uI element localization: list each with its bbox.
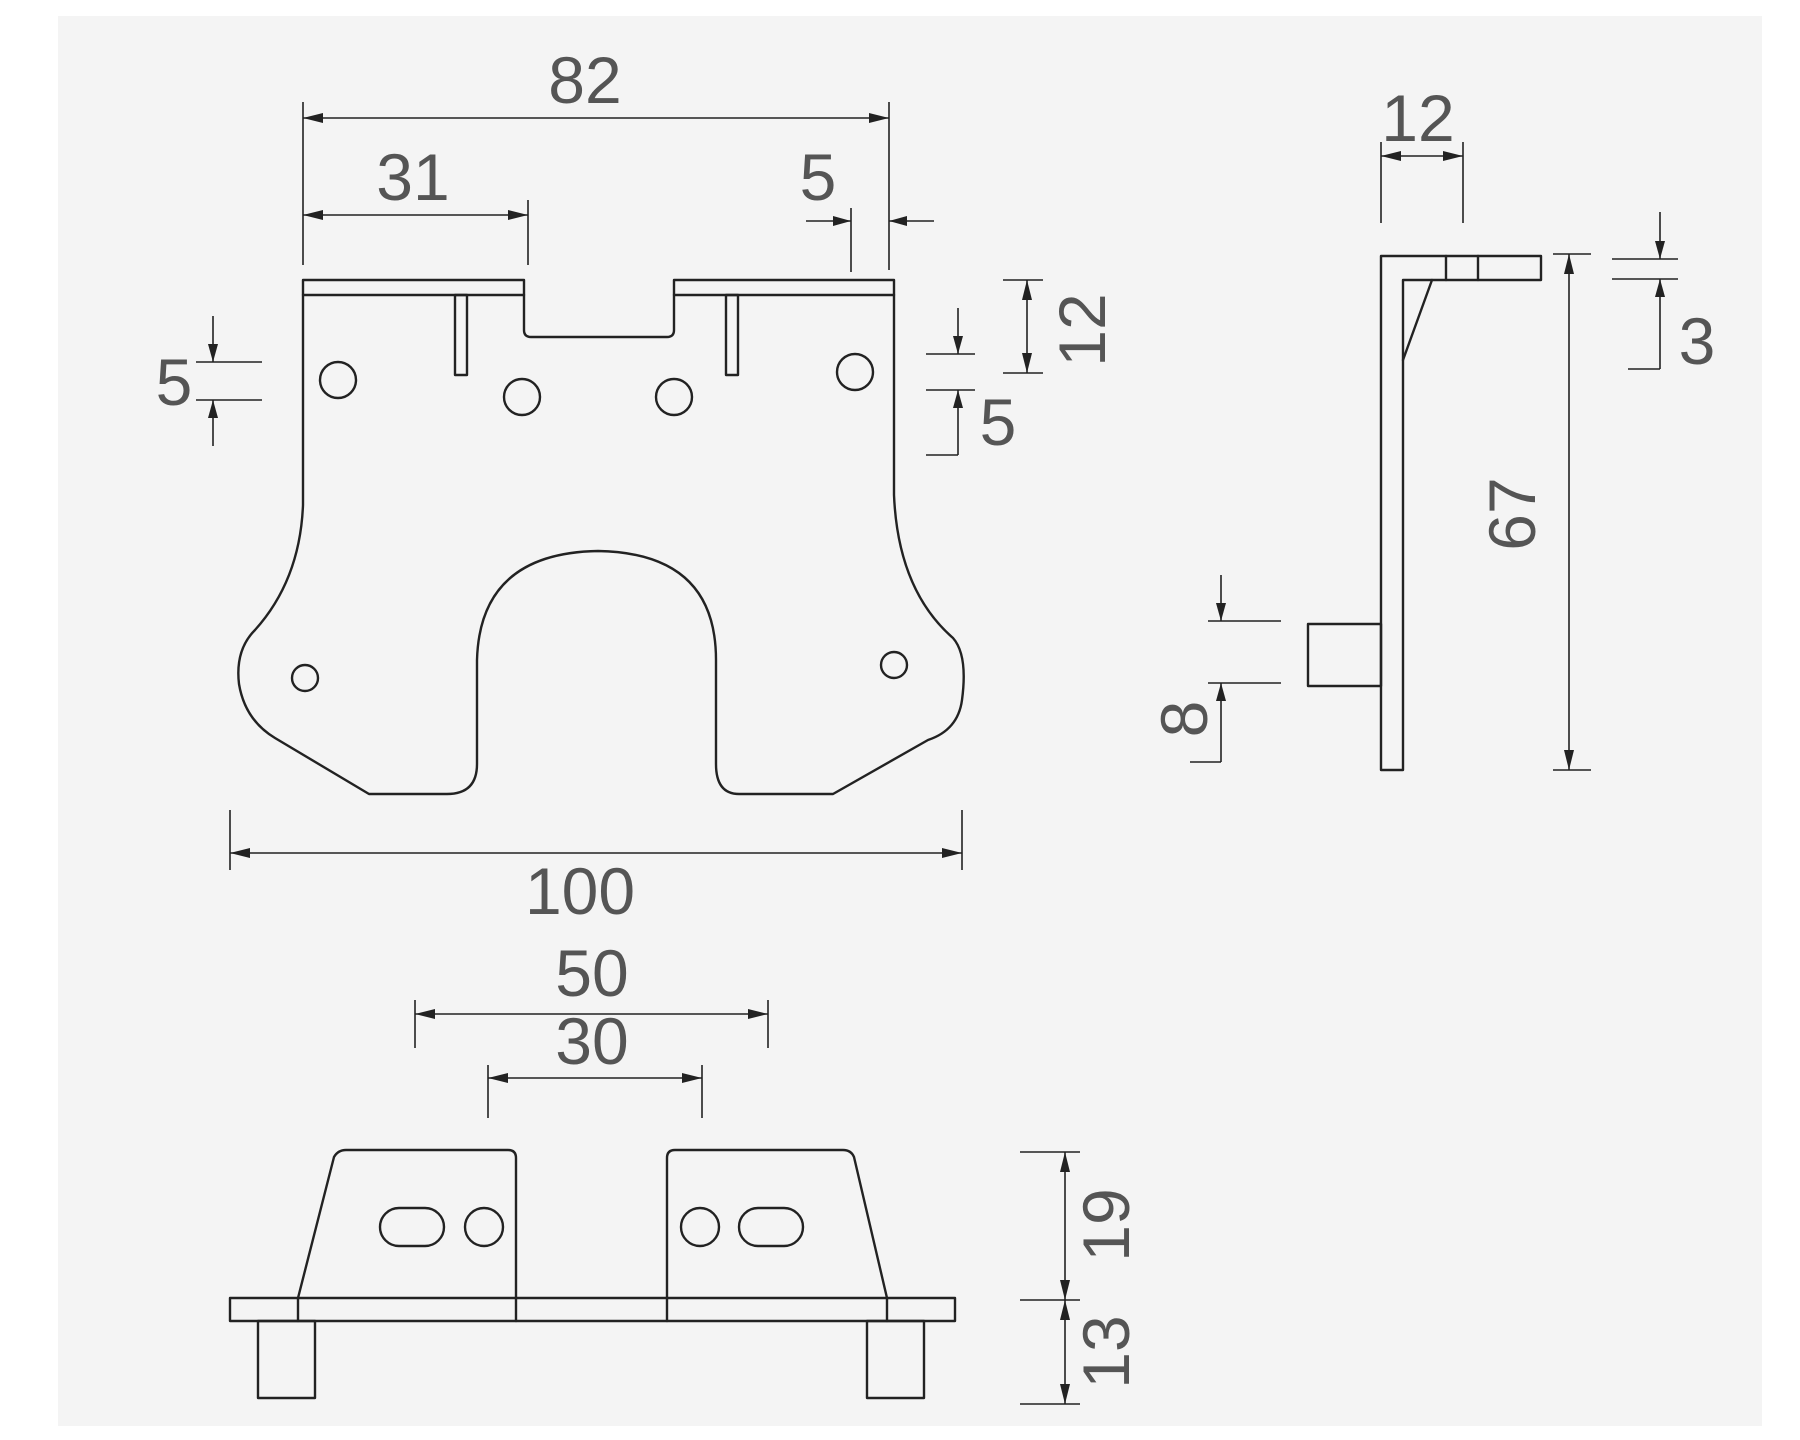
dimension-3-side: 3 xyxy=(1612,212,1715,378)
front-hole-top-1 xyxy=(318,360,358,400)
front-hole-bottom-right xyxy=(879,650,909,680)
front-view: 82 31 5 5 xyxy=(156,43,1119,928)
bottom-base-plate xyxy=(228,1296,957,1323)
front-slot-right xyxy=(724,293,740,377)
bottom-view: 50 30 19 13 xyxy=(228,936,1143,1405)
dimension-8-side: 8 xyxy=(1147,575,1281,763)
bottom-hole-right xyxy=(679,1206,721,1248)
dimension-5-right: 5 xyxy=(926,308,1016,459)
dim-label-5-right: 5 xyxy=(980,385,1017,459)
dimension-82: 82 xyxy=(302,43,890,270)
dim-label-31: 31 xyxy=(376,140,449,214)
dim-label-100: 100 xyxy=(525,854,635,928)
dimension-12-right: 12 xyxy=(1003,279,1119,374)
front-slot-left xyxy=(453,293,469,377)
side-bracket-outline xyxy=(1379,254,1543,772)
dim-label-8-side: 8 xyxy=(1147,701,1221,738)
front-hole-top-2 xyxy=(502,377,542,417)
dimension-19-13: 19 13 xyxy=(1020,1151,1143,1405)
side-gusset-line xyxy=(1401,278,1434,362)
dimension-12-side: 12 xyxy=(1380,81,1464,223)
dimension-67-side: 67 xyxy=(1475,253,1591,771)
front-hole-top-4 xyxy=(835,352,875,392)
dim-label-5-top-right: 5 xyxy=(800,140,837,214)
bottom-bracket-right xyxy=(665,1148,889,1300)
dim-label-82: 82 xyxy=(548,43,621,117)
bottom-hole-left xyxy=(463,1206,505,1248)
dim-label-5-left: 5 xyxy=(156,345,193,419)
dim-label-12-side: 12 xyxy=(1381,81,1454,155)
bottom-slot-right xyxy=(737,1206,805,1248)
dimension-30: 30 xyxy=(487,1004,703,1118)
bottom-slot-left xyxy=(378,1206,446,1248)
side-view: 12 3 67 xyxy=(1147,81,1715,772)
dim-label-67-side: 67 xyxy=(1475,477,1549,550)
dimension-100: 100 xyxy=(229,810,963,928)
side-foot xyxy=(1306,622,1383,688)
dimension-5-left: 5 xyxy=(156,316,262,446)
bottom-leg-right xyxy=(865,1319,926,1400)
dim-label-30: 30 xyxy=(555,1004,628,1078)
dim-label-12-right: 12 xyxy=(1045,293,1119,366)
dimension-31: 31 xyxy=(303,140,529,265)
dim-label-13: 13 xyxy=(1069,1315,1143,1388)
front-hole-top-3 xyxy=(654,377,694,417)
dim-label-3-side: 3 xyxy=(1679,304,1716,378)
front-plate-outline xyxy=(237,278,965,796)
bottom-leg-left xyxy=(256,1319,317,1400)
dimension-50: 50 xyxy=(414,936,769,1048)
dim-label-19: 19 xyxy=(1069,1188,1143,1261)
dimension-5-top-right: 5 xyxy=(800,140,934,272)
dim-label-50: 50 xyxy=(555,936,628,1010)
bottom-bracket-left xyxy=(296,1148,518,1300)
front-hole-bottom-left xyxy=(290,663,320,693)
drawing-sheet xyxy=(58,16,1762,1426)
